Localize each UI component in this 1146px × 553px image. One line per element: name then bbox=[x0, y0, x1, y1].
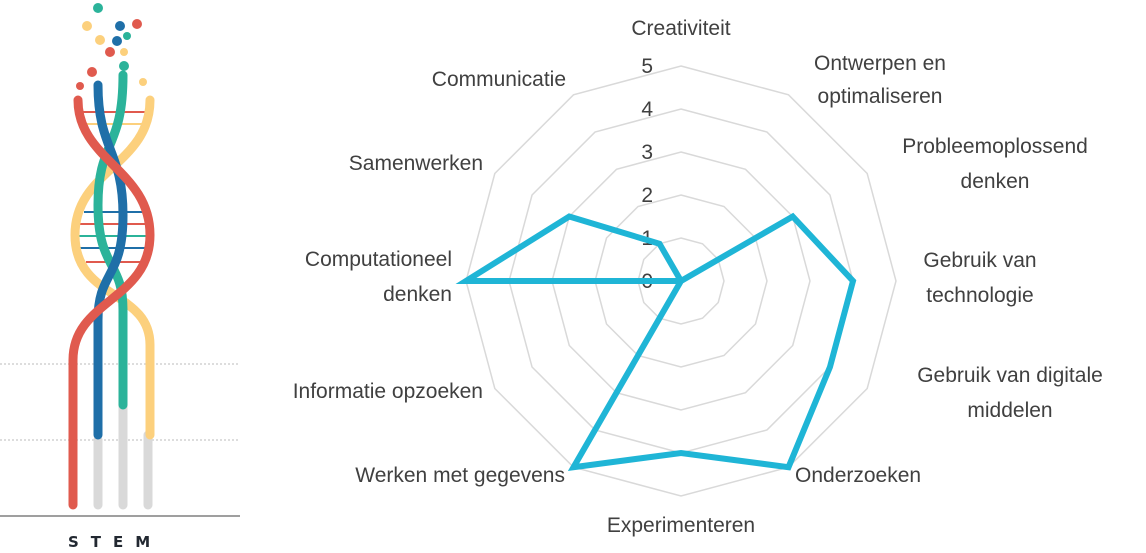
tick-label: 5 bbox=[641, 55, 653, 78]
stem-logo: STEM bbox=[0, 3, 240, 551]
axis-label: Werken met gegevens bbox=[355, 464, 565, 487]
stem-logo-text: STEM bbox=[68, 533, 162, 551]
logo-dots bbox=[76, 3, 147, 90]
grid-ring-5 bbox=[465, 65, 897, 497]
axis-label: Samenwerken bbox=[349, 152, 483, 175]
axis-label: Creativiteit bbox=[631, 17, 730, 40]
logo-helix-strands bbox=[68, 70, 155, 510]
axis-label: Communicatie bbox=[432, 68, 566, 91]
logo-grey-strands bbox=[93, 400, 153, 510]
series-line-0 bbox=[455, 212, 857, 471]
axis-label: Informatie opzoeken bbox=[293, 380, 483, 403]
axis-label: Onderzoeken bbox=[795, 464, 921, 487]
tick-label: 2 bbox=[641, 184, 653, 207]
tick-label: 4 bbox=[641, 98, 653, 121]
tick-label: 3 bbox=[641, 141, 653, 164]
axis-label: Experimenteren bbox=[607, 514, 755, 537]
